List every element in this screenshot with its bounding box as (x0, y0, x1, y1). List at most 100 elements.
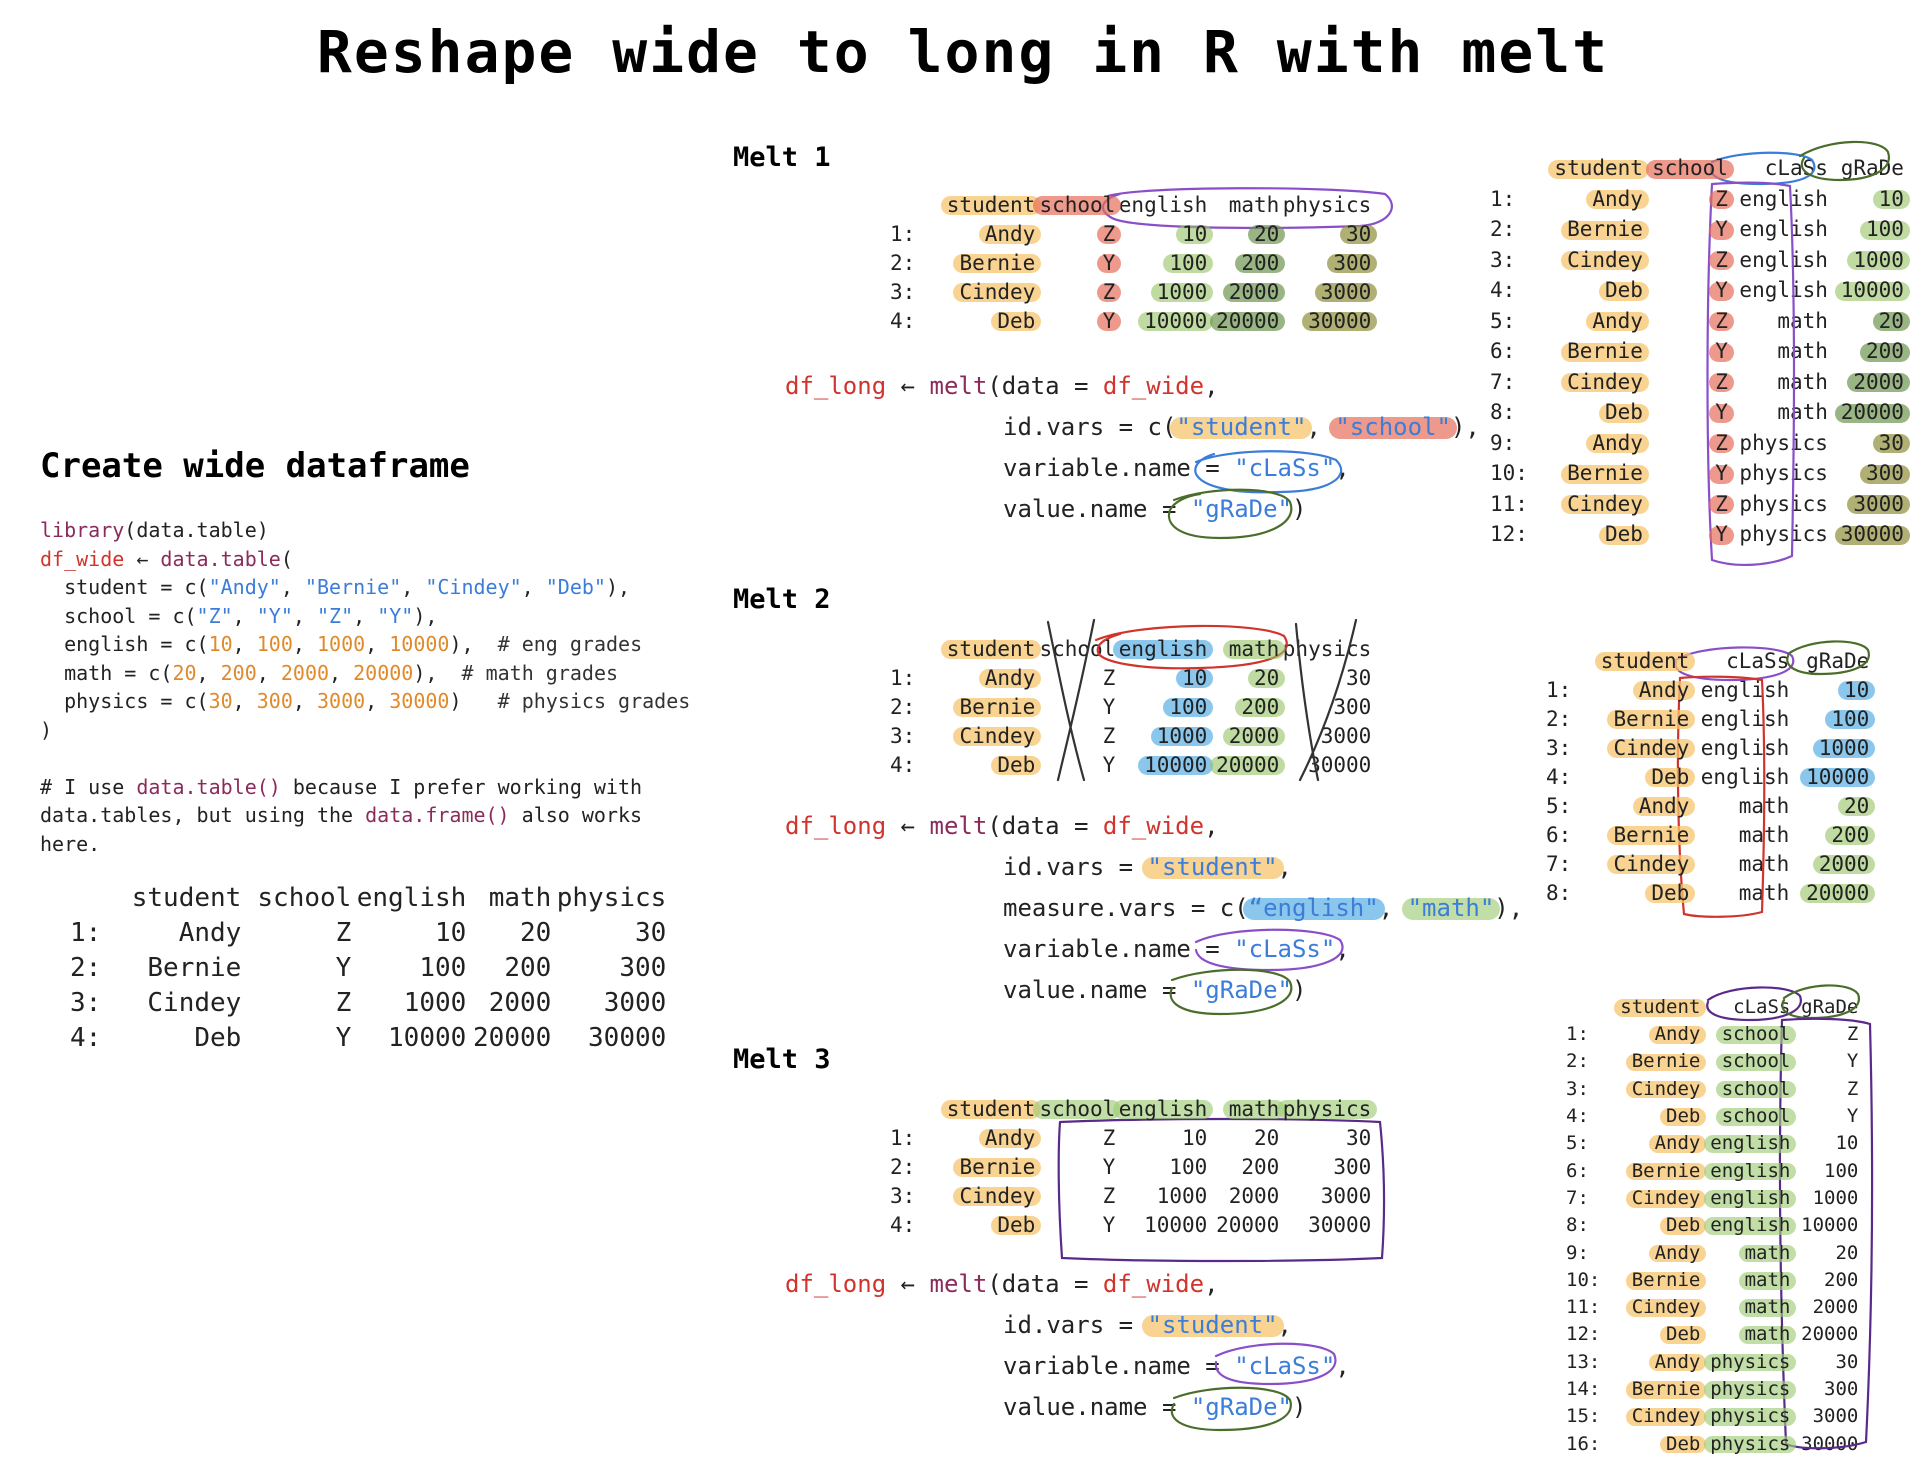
cell: 30 (1346, 1125, 1372, 1150)
page-title: Reshape wide to long in R with melt (316, 18, 1610, 86)
cell: Bernie (1600, 1266, 1701, 1293)
col-header: cLaSs (1733, 996, 1791, 1019)
cell: english (1739, 186, 1828, 211)
cell: 20000 (1207, 306, 1279, 335)
cell: Bernie (1528, 458, 1643, 489)
code-token: 30 (208, 689, 233, 713)
col-header: school (1035, 1094, 1115, 1123)
cell: math (1738, 822, 1790, 847)
school-header-highlight: school (1652, 156, 1728, 181)
cell: 300 (1333, 694, 1372, 719)
highlighted-value: 10 (1844, 677, 1870, 702)
cell: math (1738, 793, 1790, 818)
row-index: 3: (890, 723, 916, 748)
cell: Andy (1600, 1239, 1701, 1266)
cell: Andy (178, 917, 242, 948)
student-cell: Deb (997, 752, 1036, 777)
cell: school (1700, 1102, 1791, 1129)
grade-cell: 20 (1254, 221, 1280, 246)
cell: math (1738, 851, 1790, 876)
col-header: school (1643, 153, 1728, 184)
table-row: 4: Deb Y 10000 20000 30000 (70, 1020, 666, 1055)
highlighted-value: Andy (1592, 308, 1643, 333)
highlighted-value: Bernie (1631, 1159, 1701, 1182)
code-token: value.name = (1003, 976, 1191, 1004)
cell: Z (1102, 1125, 1116, 1150)
highlighted-value: Bernie (1567, 461, 1643, 486)
code-token: , (1335, 454, 1350, 482)
row-index: 2: (890, 250, 916, 275)
row-index: 4: (1490, 278, 1516, 303)
cell: 1000 (1789, 733, 1870, 762)
cell: 10000 (388, 1022, 467, 1053)
cell: Bernie (1528, 214, 1643, 245)
note-text: also works (509, 803, 643, 827)
row-index: 1: (1546, 677, 1572, 702)
highlighted-value: Cindey (1567, 369, 1643, 394)
school-cell: Z (1102, 221, 1116, 246)
row-index: 16: (1566, 1432, 1601, 1455)
cell: 200 (1241, 1154, 1280, 1179)
table-corner (1490, 153, 1528, 184)
code-token: "school" (1335, 413, 1451, 441)
cell: 100 (1789, 704, 1869, 733)
code-token: "Andy" (208, 575, 281, 599)
highlighted-value: 30 (1878, 430, 1904, 455)
highlighted-value: Cindey (1631, 1186, 1701, 1209)
cell: Cindey (1528, 245, 1643, 276)
wide-table: student school english math physics 1: A… (70, 880, 666, 1055)
highlighted-value: 10000 (1806, 764, 1870, 789)
col-header: physics (1279, 1094, 1372, 1123)
code-token: "cLaSs" (1234, 935, 1336, 963)
cell: Y (1643, 275, 1728, 306)
row-index: 3: (1546, 735, 1572, 760)
student-cell: Cindey (959, 1183, 1036, 1208)
cell: physics (1739, 522, 1828, 547)
cell: Y (1035, 248, 1116, 277)
cell: Z (1643, 184, 1728, 215)
col-header: student (915, 1094, 1036, 1123)
cell: Andy (1571, 791, 1690, 820)
cell: 20000 (473, 1022, 552, 1053)
cell: Deb (1528, 275, 1643, 306)
cell: Bernie (1571, 820, 1689, 849)
cell: physics (1700, 1375, 1790, 1402)
col-header: math (488, 882, 552, 913)
cell: english (1700, 764, 1790, 789)
code-comment: # physics grades (497, 689, 691, 713)
code-comment: # math grades (461, 660, 619, 685)
cell: Z (1643, 489, 1728, 520)
cell: Y (1102, 694, 1116, 719)
note-text: # I use (40, 774, 137, 799)
code-token: measure.vars = c( (1003, 894, 1249, 922)
highlighted-value: Z (1715, 308, 1728, 333)
cell: Z (1643, 428, 1728, 459)
grade-cell: 200 (1241, 694, 1280, 719)
code-line: variable.name = "cLaSs", (785, 1346, 1350, 1387)
cell: Andy (1528, 306, 1643, 337)
code-token: ← (886, 1270, 930, 1298)
grade-cell: 3000 (1320, 279, 1372, 304)
grade-cell: 100 (1169, 694, 1208, 719)
cell: Bernie (915, 692, 1035, 721)
measure-header-highlight: math (1228, 1096, 1280, 1121)
grade-cell: 100 (1169, 250, 1208, 275)
cell: math (1700, 1321, 1791, 1348)
code-token: "math" (1407, 894, 1495, 922)
highlighted-value: 3000 (1853, 491, 1904, 516)
cell: Bernie (915, 248, 1035, 277)
col-header: student (915, 634, 1036, 663)
col-header: student (915, 190, 1036, 219)
cell: 2000 (1789, 849, 1870, 878)
cell: math (1777, 339, 1828, 364)
highlighted-value: Deb (1666, 1432, 1701, 1455)
cell: math (1700, 1293, 1791, 1320)
student-cell: Bernie (959, 694, 1036, 719)
highlighted-value: math (1744, 1268, 1791, 1291)
code-token: 100 (256, 632, 293, 656)
code-token: "student" (1147, 853, 1278, 881)
